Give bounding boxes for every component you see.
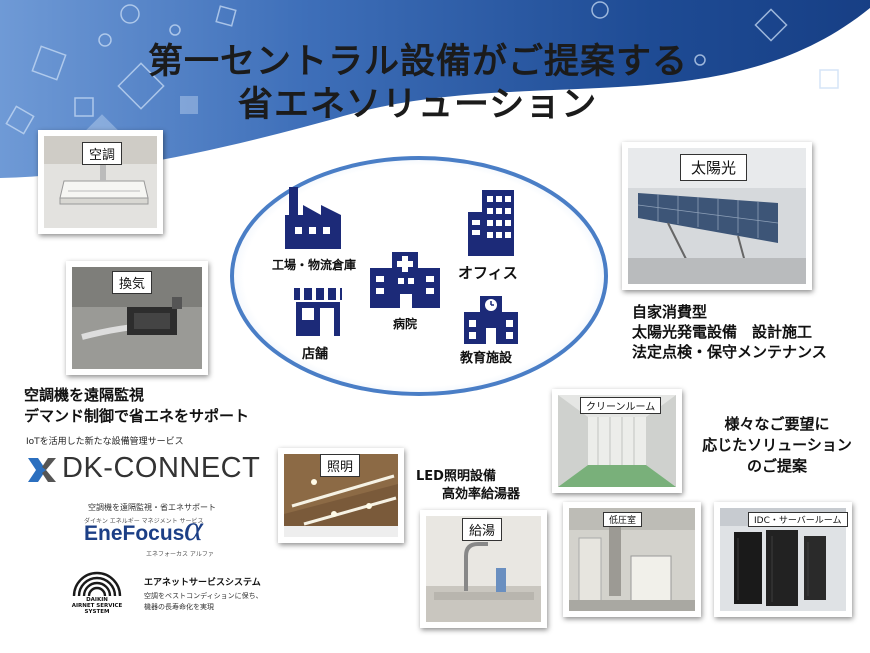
lowvoltage-label: 低圧室 [603, 512, 643, 527]
airnet-description: 空調をベストコンディションに保ち、 機器の長寿命化を実現 [144, 591, 263, 613]
idc-label: IDC・サーバールーム [748, 512, 848, 527]
solar-card: 太陽光 [622, 142, 812, 290]
enefocus-alpha: α [184, 508, 203, 548]
solutions-line-3: のご提案 [746, 457, 807, 475]
office-icon [468, 190, 514, 256]
store-icon [294, 288, 342, 336]
airnet-desc-line-2: 機器の長寿命化を実現 [144, 603, 214, 611]
monitoring-line-1: 空調機を遠隔監視 [24, 386, 145, 404]
lighting-label: 照明 [320, 454, 361, 477]
ventilation-card: 換気 [66, 261, 208, 375]
airnet-logo-text: DAIKIN AIRNET SERVICE SYSTEM [64, 597, 130, 615]
hospital-icon [370, 252, 440, 308]
airnet-desc-line-1: 空調をベストコンディションに保ち、 [144, 592, 263, 600]
solar-line-3: 法定点検・保守メンテナンス [632, 343, 827, 361]
page-title-line1: 第一セントラル設備がご提案する [148, 42, 689, 82]
factory-icon [285, 187, 341, 249]
solar-line-2: 太陽光発電設備 設計施工 [632, 323, 813, 341]
lighting-card: 照明 [278, 448, 404, 543]
idc-card: IDC・サーバールーム [714, 502, 852, 617]
solutions-description: 様々なご要望に 応じたソリューション のご提案 [692, 414, 862, 477]
enefocus-name: EneFocus [84, 522, 185, 545]
dkconnect-logo-icon [28, 458, 56, 482]
solutions-line-2: 応じたソリューション [702, 436, 852, 454]
monitoring-line-2: デマンド制御で省エネをサポート [24, 407, 250, 425]
cleanroom-card: クリーンルーム [552, 389, 682, 493]
office-label: オフィス [458, 264, 518, 282]
dkconnect-name: DK-CONNECT [62, 452, 261, 484]
airnet-title: エアネットサービスシステム [144, 578, 261, 588]
lighting-line-2: 高効率給湯器 [442, 487, 521, 502]
page-title-line2: 省エネソリューション [238, 85, 598, 125]
airnet-logo-icon [72, 571, 122, 597]
hotwater-photo [426, 516, 541, 622]
lowvoltage-card: 低圧室 [563, 502, 701, 617]
solar-description: 自家消費型 太陽光発電設備 設計施工 法定点検・保守メンテナンス [632, 302, 827, 362]
hospital-label: 病院 [393, 317, 418, 331]
solar-line-1: 自家消費型 [632, 303, 708, 321]
aircon-card: 空調 [38, 130, 163, 234]
aircon-label: 空調 [82, 142, 123, 165]
hotwater-label: 給湯 [462, 518, 503, 541]
enefocus-kana-bottom: エネフォーカス アルファ [146, 551, 214, 558]
store-label: 店舗 [302, 347, 329, 362]
airnet-logo-line-3: SYSTEM [84, 609, 110, 615]
lighting-line-1: LED照明設備 [416, 469, 496, 484]
lighting-description: LED照明設備 高効率給湯器 [416, 468, 520, 504]
school-icon [464, 296, 518, 344]
enefocus-kana-top: ダイキン エネルギー マネジメント サービス [84, 518, 204, 525]
enefocus-caption: 空調機を遠隔監視・省エネサポート [88, 503, 216, 512]
solutions-line-1: 様々なご要望に [724, 415, 830, 433]
cleanroom-label: クリーンルーム [580, 397, 662, 414]
airnet-logo-line-2: AIRNET SERVICE [71, 603, 123, 609]
factory-label: 工場・物流倉庫 [272, 258, 357, 272]
dkconnect-caption: IoTを活用した新たな設備管理サービス [26, 437, 184, 447]
solar-label: 太陽光 [680, 154, 748, 181]
monitoring-description: 空調機を遠隔監視 デマンド制御で省エネをサポート [24, 385, 249, 427]
ventilation-label: 換気 [112, 271, 153, 294]
school-label: 教育施設 [460, 351, 513, 366]
airnet-logo-line-1: DAIKIN [86, 597, 108, 603]
hotwater-card: 給湯 [420, 510, 547, 628]
